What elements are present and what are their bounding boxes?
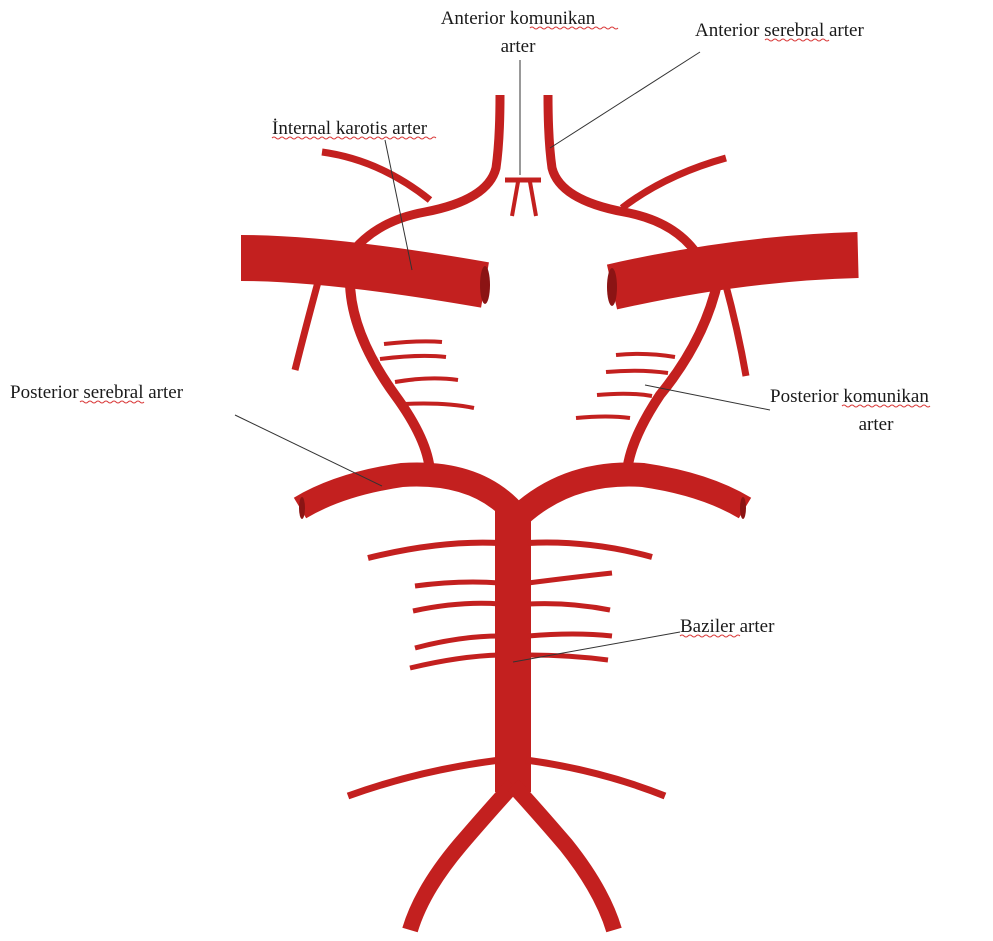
right-perforator-1 xyxy=(616,354,675,357)
left-posterior-communicating-artery xyxy=(350,275,430,472)
basilar-branch-left-4 xyxy=(415,636,500,648)
basilar-branch-left-2 xyxy=(415,582,500,586)
leader-posterior-serebral xyxy=(235,415,382,486)
left-pca-end xyxy=(299,497,305,519)
right-posterior-cerebral-artery xyxy=(520,475,745,516)
right-posterior-communicating-artery xyxy=(627,280,718,472)
left-perforator-2 xyxy=(380,356,446,359)
label-posterior-komunikan-line1: Posterior komunikan xyxy=(770,386,929,407)
acom-branch-right xyxy=(530,182,536,216)
right-perforator-3 xyxy=(597,394,652,396)
label-baziler: Baziler arter xyxy=(680,616,775,637)
basilar-branch-right-1 xyxy=(528,543,652,557)
right-pca-end xyxy=(740,497,746,519)
acom-branch-left xyxy=(512,182,518,216)
label-anterior-komunikan-line2: arter xyxy=(501,36,536,57)
right-inferior-cerebellar-artery xyxy=(526,760,665,796)
left-internal-carotid-artery xyxy=(241,258,485,285)
right-lower-branch xyxy=(725,282,746,376)
left-perforator-3 xyxy=(395,378,458,382)
left-upper-branch xyxy=(322,152,430,200)
basilar-branch-right-2 xyxy=(528,573,612,583)
basilar-branch-left-1 xyxy=(368,543,500,558)
left-posterior-cerebral-artery xyxy=(300,475,516,516)
left-vertebral-artery xyxy=(410,785,513,930)
right-perforator-2 xyxy=(606,371,668,373)
right-upper-branch xyxy=(622,158,726,208)
label-anterior-komunikan-line1: Anterior komunikan xyxy=(441,8,596,29)
label-posterior-serebral: Posterior serebral arter xyxy=(10,382,184,403)
basilar-branch-right-4 xyxy=(528,634,612,636)
left-lower-branch xyxy=(295,282,318,370)
left-ica-opening xyxy=(480,266,490,304)
left-perforator-4 xyxy=(404,404,474,409)
artery-network xyxy=(241,95,858,930)
label-internal-karotis: İnternal karotis arter xyxy=(272,118,428,139)
right-vertebral-artery xyxy=(513,785,614,930)
basilar-branch-left-5 xyxy=(410,655,500,668)
left-inferior-cerebellar-artery xyxy=(348,760,500,796)
right-ica-opening xyxy=(607,268,617,306)
basilar-branch-left-3 xyxy=(413,603,500,611)
left-perforator-1 xyxy=(384,341,442,344)
leader-anterior-serebral xyxy=(550,52,700,148)
right-perforator-4 xyxy=(576,417,630,419)
basilar-branch-right-3 xyxy=(528,604,610,610)
right-internal-carotid-artery xyxy=(612,255,858,287)
label-anterior-serebral: Anterior serebral arter xyxy=(695,20,864,41)
label-posterior-komunikan-line2: arter xyxy=(859,414,894,435)
